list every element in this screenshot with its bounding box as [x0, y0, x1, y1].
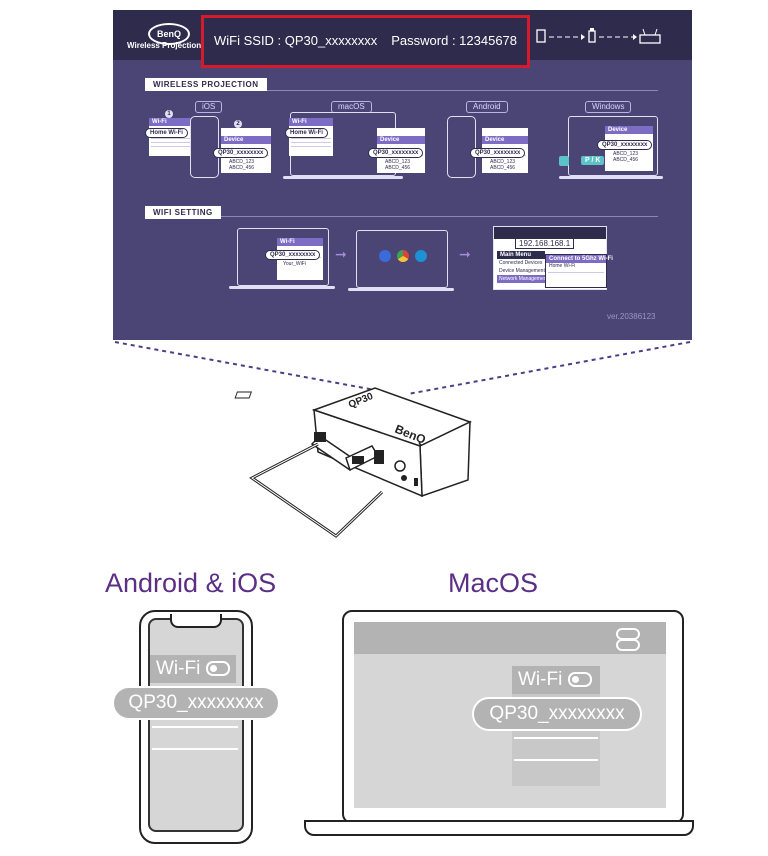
your-wifi-row: Your_WiFi: [283, 261, 306, 267]
chrome-icon: [397, 250, 409, 262]
panel-header: Wi-Fi: [149, 118, 193, 126]
router-icon: [639, 28, 661, 44]
laptop-base: [348, 288, 454, 291]
device-row: ABCD_123: [385, 159, 411, 165]
wifi-label: Wi-Fi: [518, 669, 563, 690]
edge-icon: [415, 250, 427, 262]
laptop-outline: [568, 116, 658, 176]
keyboard-hint: P / K: [581, 156, 605, 165]
laptop-base: [283, 176, 403, 179]
panel-header: Wi-Fi: [277, 238, 323, 246]
list-divider: [514, 737, 598, 739]
wifi-label: Wi-Fi: [156, 658, 201, 679]
phone-notch: [170, 614, 222, 628]
android-ios-title: Android & iOS: [105, 568, 277, 598]
tab-android: Android: [466, 101, 508, 113]
projector-illustration: QP30 BenQ: [114, 341, 691, 538]
mac-wifi-header: Wi-Fi: [512, 666, 600, 694]
connect-row: Home Wi-Fi: [549, 263, 576, 269]
windows-key-icon: [559, 156, 569, 166]
connection-flow: [536, 28, 661, 44]
list-divider: [152, 748, 238, 750]
usb-dongle-icon: [588, 28, 596, 43]
password-label: Password : 12345678: [391, 33, 518, 48]
projected-screen: BenQ Wireless Projection WiFi SSID : QP3…: [113, 10, 692, 340]
laptop-base: [229, 286, 335, 289]
laptop-base: [304, 820, 694, 836]
tab-ios: iOS: [195, 101, 223, 113]
menu-item: Network Management: [497, 275, 548, 283]
section-rule: [147, 216, 658, 217]
phone-screen: [148, 618, 244, 832]
safari-icon: [379, 250, 391, 262]
device-row: ABCD_456: [613, 157, 639, 163]
panel-header: Device: [221, 136, 271, 144]
panel-header: Connect to 5Ghz Wi-Fi: [546, 255, 613, 263]
macos-title: MacOS: [448, 568, 539, 598]
monitor-icon: [536, 29, 546, 43]
ssid-line: WiFi SSID : QP30_xxxxxxxx Password : 1234…: [214, 33, 517, 48]
phone-wifi-header: Wi-Fi: [150, 655, 236, 683]
step-number: 2: [234, 120, 242, 128]
device-id-chip: QP30_xxxxxxxx: [368, 148, 424, 158]
device-row: ABCD_456: [229, 165, 255, 171]
device-id-chip: QP30_xxxxxxxx: [213, 148, 269, 158]
list-divider: [514, 759, 598, 761]
laptop-hinge: [304, 820, 694, 822]
panel-header: Wi-Fi: [289, 118, 333, 126]
menu-item: Connected Devices: [497, 259, 545, 267]
arrow-right-icon: ➞: [459, 246, 471, 262]
section-wireless-projection: WIRELESS PROJECTION: [145, 78, 267, 91]
menu-item: Device Management: [497, 267, 545, 275]
connect-5ghz-panel: Connect to 5Ghz Wi-Fi Home Wi-Fi: [545, 254, 613, 288]
laptop-outline: [356, 230, 448, 288]
projection-line-right: [407, 341, 691, 395]
panel-header: Device: [605, 126, 653, 134]
list-divider: [152, 726, 238, 728]
control-center-icon: [616, 639, 640, 651]
device-id-chip: QP30_xxxxxxxx: [470, 148, 526, 158]
device-row: ABCD_123: [229, 159, 255, 165]
device-row: ABCD_456: [385, 165, 411, 171]
device-row: ABCD_123: [613, 151, 639, 157]
benq-logo: BenQ: [148, 23, 190, 45]
ssid-highlight-box: WiFi SSID : QP30_xxxxxxxx Password : 1234…: [201, 15, 530, 68]
laptop-base: [559, 176, 663, 179]
usb-dongle: [249, 432, 384, 538]
step-number: 1: [165, 110, 173, 118]
phone-outline: [447, 116, 476, 178]
arrow-right-icon: ➞: [335, 246, 347, 262]
panel-header: Device: [377, 136, 425, 144]
section-wifi-setting: WIFI SETTING: [145, 206, 221, 219]
panel-header: Device: [482, 136, 528, 144]
home-wifi-chip: Home Wi-Fi: [145, 128, 188, 138]
device-row: ABCD_123: [490, 159, 516, 165]
wifi-toggle-icon: [568, 672, 593, 688]
phone-outline: [190, 116, 219, 178]
tab-windows: Windows: [585, 101, 632, 113]
device-row: ABCD_456: [490, 165, 516, 171]
menu-bar: [354, 622, 666, 654]
version-label: ver.20386123: [607, 312, 656, 321]
main-menu: Main Menu Connected Devices Device Manag…: [497, 251, 548, 283]
section-rule: [147, 90, 658, 91]
main-menu-title: Main Menu: [497, 251, 545, 259]
network-name-pill: QP30_xxxxxxxx: [112, 686, 280, 720]
device-id-chip: QP30_xxxxxxxx: [265, 250, 321, 260]
wifi-ssid-label: WiFi SSID : QP30_xxxxxxxx: [214, 33, 378, 48]
laptop-outline: [237, 228, 329, 286]
projection-line-left: [114, 341, 376, 391]
wifi-toggle-icon: [206, 661, 231, 677]
ip-address-bar: 192.168.168.1: [515, 238, 575, 249]
network-name-pill: QP30_xxxxxxxx: [472, 697, 642, 731]
device-id-chip: QP30_xxxxxxxx: [597, 140, 653, 150]
logo-subtitle: Wireless Projection: [127, 41, 202, 50]
home-wifi-chip: Home Wi-Fi: [285, 128, 328, 138]
